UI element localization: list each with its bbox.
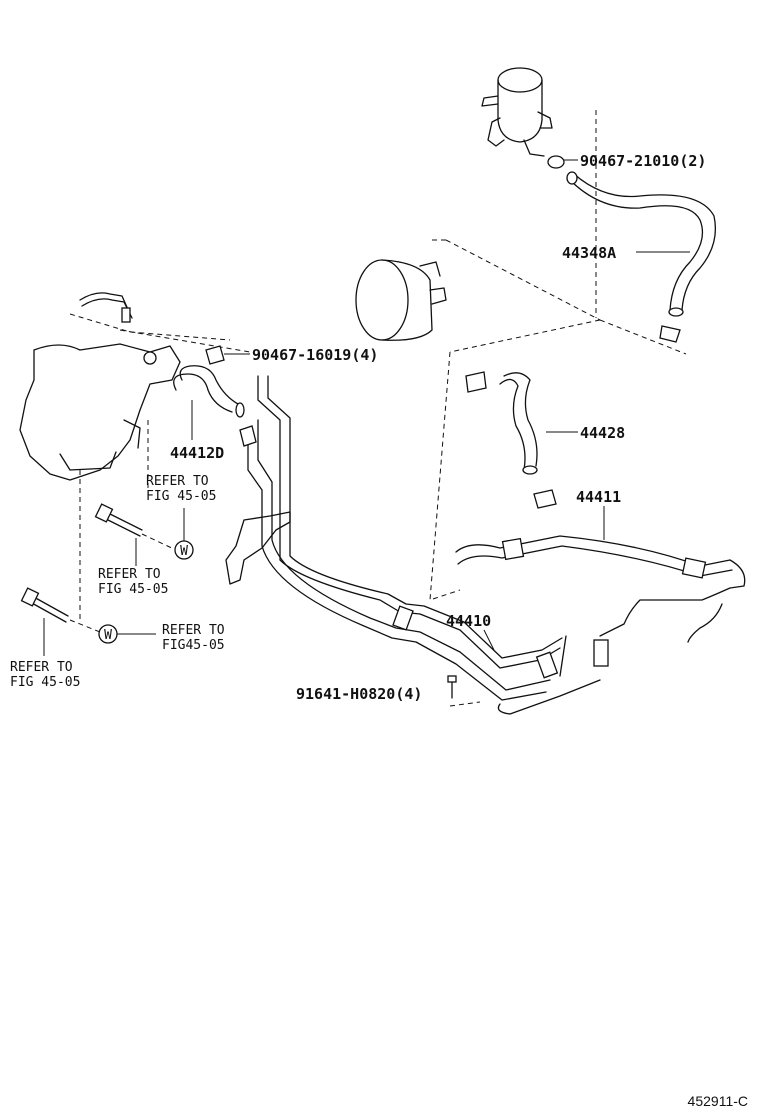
refer-label-4-line2: FIG 45-05 xyxy=(10,675,80,690)
refer-label-2-line2: FIG 45-05 xyxy=(98,582,168,597)
gear-bolt-upper xyxy=(94,503,143,537)
bolt-91641 xyxy=(447,675,457,699)
clamp-44348A-lower xyxy=(659,325,681,343)
refer-label-1-line2: FIG 45-05 xyxy=(146,489,216,504)
part-label-44412D: 44412D xyxy=(170,444,224,462)
washer-symbol-2-label: W xyxy=(104,628,112,643)
hose-44428 xyxy=(465,371,538,475)
clamp-top xyxy=(547,155,578,169)
part-label-44348A: 44348A xyxy=(562,244,616,262)
gear-bolt-lower xyxy=(20,587,69,623)
tube-bracket xyxy=(225,511,291,585)
tube-44410 xyxy=(247,375,609,715)
refer-label-3-line1: REFER TO xyxy=(162,623,225,638)
reservoir-tank xyxy=(481,67,553,157)
tube-44411 xyxy=(455,535,746,643)
power-steering-pump xyxy=(355,259,447,341)
steering-gear xyxy=(19,292,181,481)
figure-code: 452911-C xyxy=(688,1093,748,1109)
part-label-91641-H0820: 91641-H0820(4) xyxy=(296,685,422,703)
clamp-44412D xyxy=(205,345,225,365)
part-label-90467-16019: 90467-16019(4) xyxy=(252,346,378,364)
part-label-90467-21010: 90467-21010(2) xyxy=(580,152,706,170)
part-label-44428: 44428 xyxy=(580,424,625,442)
clamp-44428-lower xyxy=(533,489,557,509)
part-label-44411: 44411 xyxy=(576,488,621,506)
washer-symbol-1-label: W xyxy=(180,544,188,559)
refer-label-2-line1: REFER TO xyxy=(98,567,161,582)
hose-44348A xyxy=(566,171,717,317)
hose-44412D xyxy=(173,365,257,447)
part-label-44410: 44410 xyxy=(446,612,491,630)
refer-label-3-line2: FIG45-05 xyxy=(162,638,225,653)
refer-label-1-line1: REFER TO xyxy=(146,474,209,489)
refer-label-4-line1: REFER TO xyxy=(10,660,73,675)
